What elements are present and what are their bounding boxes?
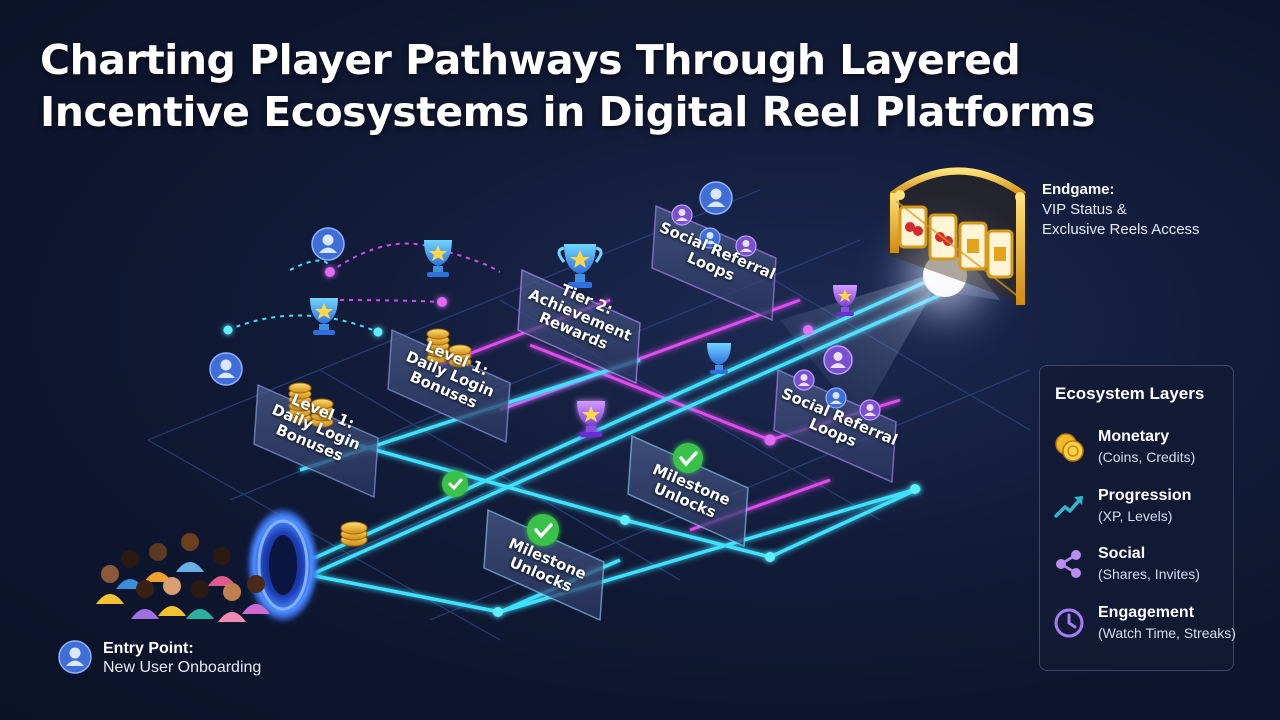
trophy-icon xyxy=(557,244,603,288)
card-panel-social-right xyxy=(773,368,897,484)
clock-icon xyxy=(1054,608,1084,638)
card-panel-social-top xyxy=(651,204,777,322)
share-icon xyxy=(1056,550,1081,578)
entry-text: New User Onboarding xyxy=(103,659,262,676)
entry-heading: Entry Point: xyxy=(103,640,194,657)
legend-item-monetary: Monetary (Coins, Credits) xyxy=(1052,428,1232,478)
slot-machine-gate-icon xyxy=(888,167,1028,305)
user-badge-icon xyxy=(209,181,881,421)
coins-icon xyxy=(1055,433,1084,462)
ecosystem-legend: Ecosystem Layers Monetary (Coins, Credit… xyxy=(1039,365,1236,671)
coin-stack-icon xyxy=(426,328,472,368)
title-line-1: Charting Player Pathways Through Layered xyxy=(40,36,1021,84)
endgame-label: Endgame: VIP Status & Exclusive Reels Ac… xyxy=(1042,180,1242,240)
trophy-icon xyxy=(424,240,452,277)
coin-stack-icon xyxy=(340,521,368,547)
trophy-icon xyxy=(833,285,857,316)
trophy-icon xyxy=(577,401,605,437)
card-panel-tier2 xyxy=(517,268,641,385)
trophy-icon xyxy=(707,343,731,374)
page-title: Charting Player Pathways Through Layered… xyxy=(40,34,1220,138)
legend-item-social: Social (Shares, Invites) xyxy=(1052,545,1232,595)
trophy-icon xyxy=(310,298,338,335)
endgame-heading: Endgame: xyxy=(1042,181,1115,198)
card-panel-milestone-low xyxy=(483,508,605,622)
entry-point-label: Entry Point: New User Onboarding xyxy=(58,638,318,682)
check-badge-icon xyxy=(442,443,703,546)
card-panel-milestone-mid xyxy=(627,434,749,548)
legend-title: Ecosystem Layers xyxy=(1055,384,1205,403)
legend-item-engagement: Engagement (Watch Time, Streaks) xyxy=(1052,604,1236,654)
endgame-line-1: VIP Status & xyxy=(1042,201,1127,218)
trend-up-icon xyxy=(1054,496,1083,518)
portal-icon xyxy=(247,507,319,623)
card-panel-level1-mid xyxy=(387,328,511,444)
card-panel-level1-left xyxy=(253,383,379,499)
coin-stack-icon xyxy=(288,382,334,428)
user-icon xyxy=(58,640,92,674)
endgame-line-2: Exclusive Reels Access xyxy=(1042,221,1200,238)
title-line-2: Incentive Ecosystems in Digital Reel Pla… xyxy=(40,88,1095,136)
user-crowd-icon xyxy=(96,533,270,622)
legend-item-progression: Progression (XP, Levels) xyxy=(1052,487,1232,537)
light-beam xyxy=(780,215,1005,420)
dashed-connectors xyxy=(227,242,501,333)
